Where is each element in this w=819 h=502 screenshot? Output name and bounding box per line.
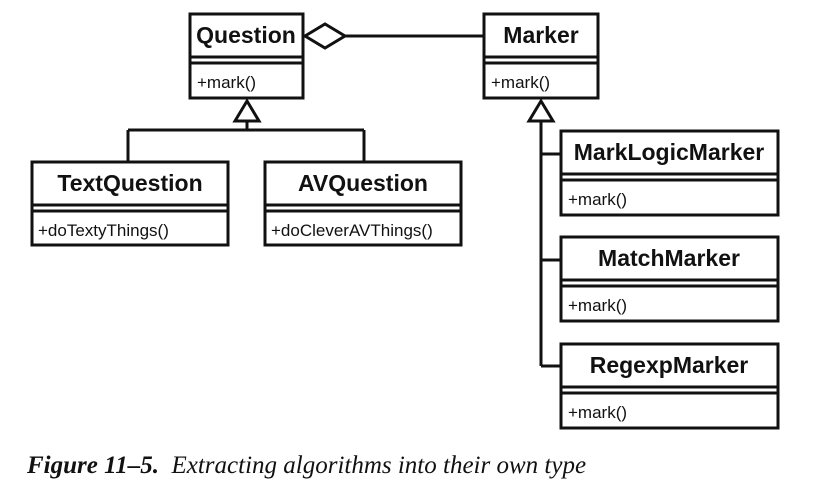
text-question-operation: +doTextyThings(): [38, 221, 169, 240]
class-marklogic-marker: [559, 129, 780, 217]
inheritance-triangle-question: [232, 98, 262, 123]
marker-class-name: Marker: [503, 22, 578, 48]
marklogic-marker-class-name: MarkLogicMarker: [574, 139, 765, 165]
marker-inheritance-connector: [526, 98, 561, 368]
class-regexp-marker: [559, 342, 780, 430]
text-question-class-name: TextQuestion: [57, 170, 202, 196]
question-operation: +mark(): [197, 73, 256, 92]
question-class-name: Question: [196, 22, 296, 48]
class-question: [188, 12, 305, 100]
class-text-question: [30, 160, 230, 247]
figure-caption: Figure 11–5. Extracting algorithms into …: [27, 452, 586, 480]
regexp-marker-class-name: RegexpMarker: [590, 352, 749, 378]
aggregation-diamond: [302, 22, 348, 50]
class-match-marker: [559, 235, 780, 323]
class-av-question: [263, 160, 463, 247]
match-marker-class-name: MatchMarker: [598, 245, 740, 271]
inheritance-triangle-marker: [526, 98, 556, 123]
av-question-class-name: AVQuestion: [298, 170, 428, 196]
av-question-operation: +doCleverAVThings(): [271, 221, 433, 240]
class-marker: [482, 12, 600, 100]
regexp-marker-operation: +mark(): [568, 403, 627, 422]
marklogic-marker-operation: +mark(): [568, 190, 627, 209]
match-marker-operation: +mark(): [568, 296, 627, 315]
marker-operation: +mark(): [491, 73, 550, 92]
figure-caption-text: Extracting algorithms into their own typ…: [171, 452, 587, 479]
figure-label: Figure 11–5.: [27, 452, 159, 479]
aggregation-connector: [302, 22, 484, 50]
question-inheritance-connector: [126, 98, 366, 162]
